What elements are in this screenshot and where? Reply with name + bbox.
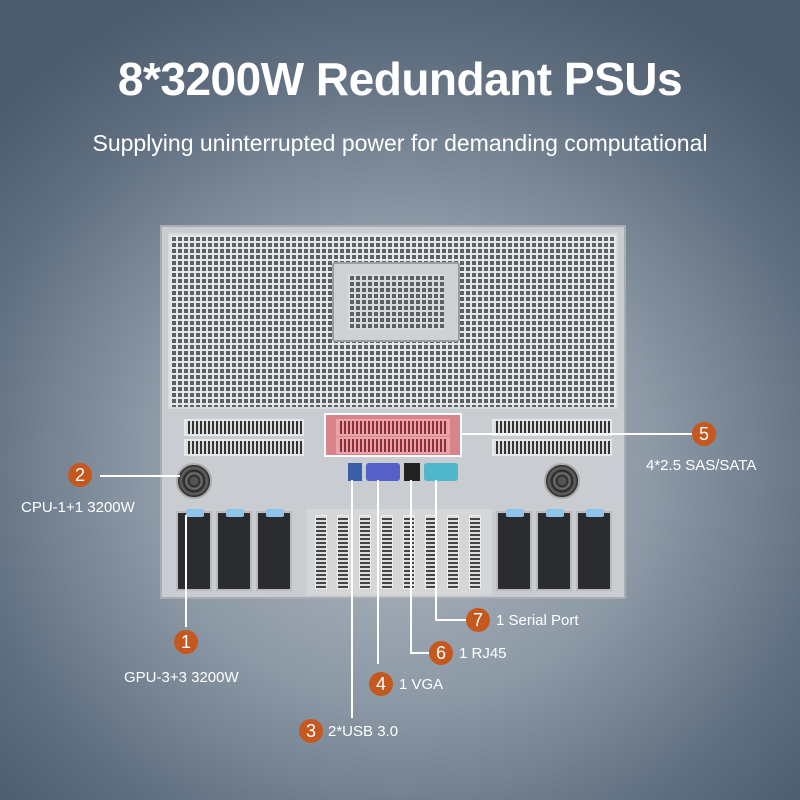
callout-line-6-h xyxy=(410,652,429,654)
callout-badge-1: 1 xyxy=(174,630,198,654)
callout-label-4: 1 VGA xyxy=(399,676,444,693)
callout-badge-6: 6 xyxy=(429,641,453,665)
gpu-psu xyxy=(256,509,292,591)
gpu-psu xyxy=(496,509,532,591)
callout-label-5: 4*2.5 SAS/SATA xyxy=(646,457,757,474)
callout-label-1: GPU-3+3 3200W xyxy=(124,669,239,686)
sas-sata-bays-highlight xyxy=(324,413,462,457)
callout-line-7 xyxy=(435,480,437,621)
callout-badge-2: 2 xyxy=(68,463,92,487)
callout-line-1 xyxy=(185,515,187,627)
cpu-psu-fan xyxy=(176,463,212,499)
vga-port xyxy=(366,463,400,481)
gpu-psu xyxy=(576,509,612,591)
callout-badge-7: 7 xyxy=(466,608,490,632)
server-rear-chassis xyxy=(160,225,626,599)
callout-line-5 xyxy=(460,433,692,435)
drive-bay xyxy=(492,439,612,456)
callout-label-7: 1 Serial Port xyxy=(496,612,579,629)
callout-line-3 xyxy=(351,480,353,718)
callout-badge-3: 3 xyxy=(299,719,323,743)
callout-label-6: 1 RJ45 xyxy=(459,645,507,662)
gpu-psu xyxy=(216,509,252,591)
callout-badge-5: 5 xyxy=(692,422,716,446)
page-title: 8*3200W Redundant PSUs xyxy=(117,53,683,105)
pcie-slots xyxy=(307,509,492,595)
callout-line-4 xyxy=(377,480,379,664)
rj45-port xyxy=(404,463,420,481)
callout-label-2: CPU-1+1 3200W xyxy=(21,499,135,516)
callout-label-3: 2*USB 3.0 xyxy=(328,723,399,740)
callout-badge-4: 4 xyxy=(369,672,393,696)
callout-line-7-h xyxy=(435,619,466,621)
page-subtitle: Supplying uninterrupted power for demand… xyxy=(92,130,708,156)
gpu-psu xyxy=(536,509,572,591)
drive-bay xyxy=(184,439,304,456)
usb-port xyxy=(348,463,362,481)
callout-line-6 xyxy=(410,480,412,654)
serial-port xyxy=(424,463,458,481)
cpu-psu-fan xyxy=(544,463,580,499)
gpu-psu xyxy=(176,509,212,591)
drive-bay xyxy=(492,419,612,436)
callout-line-2 xyxy=(100,475,180,477)
drive-bay xyxy=(184,419,304,436)
center-panel xyxy=(332,262,460,342)
